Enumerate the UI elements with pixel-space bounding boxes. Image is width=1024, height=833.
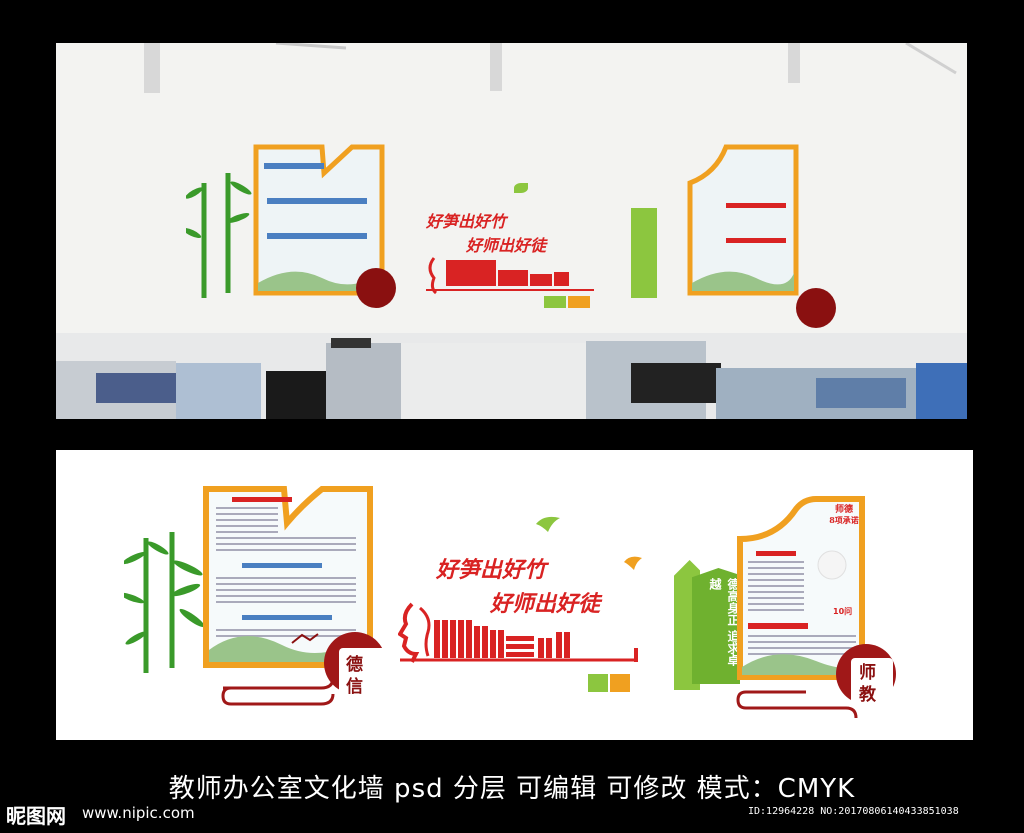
right-notice-board [686,143,801,307]
green-banner-text: 德高身正 追求卓越 [708,578,740,667]
green-banner-top [631,208,657,298]
right-sign-text: 师教 [859,663,876,705]
bird-icon [622,554,644,576]
office-photo-scene [56,43,967,419]
left-sign-circle [356,268,396,308]
caption: 教师办公室文化墙 psd 分层 可编辑 可修改 模式：CMYK [168,774,856,804]
bird-icon [534,514,562,538]
slogan-line2: 好师出好徒 [490,591,601,617]
book-row-decoration [424,248,604,312]
right-sign-circle [796,288,836,328]
left-squiggle [221,668,341,717]
slogan-top: 好笋出好竹 好师出好徒 [426,208,546,256]
right-notice-board [736,495,866,689]
right-squiggle [736,678,866,732]
bird-icon [514,183,528,193]
bamboo-decoration [182,143,256,307]
bamboo-decoration [119,528,214,682]
left-notice-board [202,485,377,684]
books-shelf-decoration [397,600,658,699]
right-badge-number: 10问 [833,607,853,616]
right-sign-card [851,658,893,712]
slogan-line1: 好笋出好竹 [436,557,547,583]
green-banner [692,568,740,684]
right-badge-line1: 师德 [834,505,853,515]
left-notice-board [252,143,392,312]
right-badge: 师德 8项承诺 [826,502,862,526]
right-badge-line2: 8项承诺 [829,515,859,525]
watermark-id: ID:12964228 NO:20170806140433851038 [748,806,959,817]
left-sign-card [339,648,387,704]
left-sign-text: 德信 [346,655,363,697]
flat-design-panel: 德信 好笋出好竹 好师出好徒 [56,450,973,740]
slogan-line2: 好师出好徒 [466,236,547,255]
office-photo-panel: 好笋出好竹 好师出好徒 [56,43,967,419]
watermark-url: www.nipic.com [82,804,195,822]
watermark-logo: 昵图网 [6,804,66,828]
slogan-line1: 好笋出好竹 [426,212,507,231]
